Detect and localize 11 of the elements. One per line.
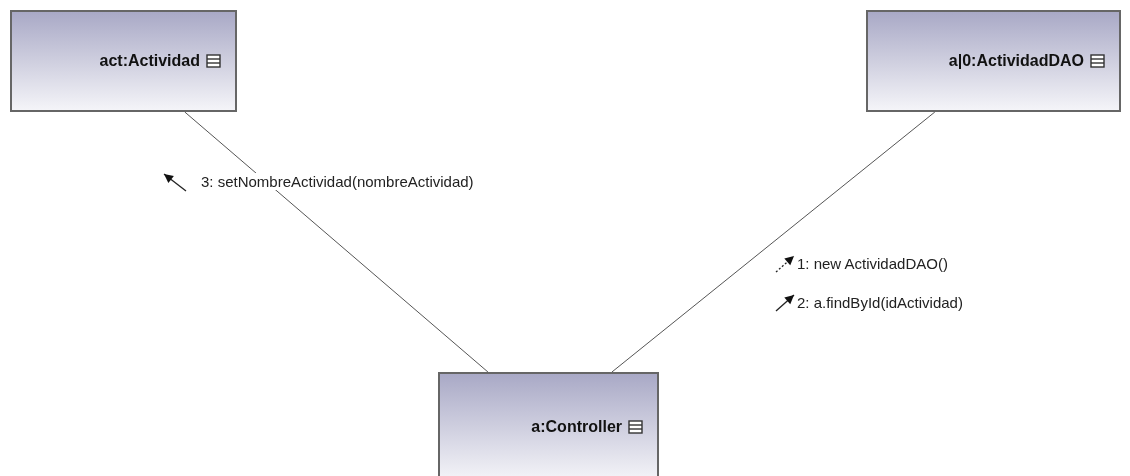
object-name: a:Controller — [531, 418, 622, 436]
message-label: 3: setNombreActividad(nombreActividad) — [200, 173, 475, 190]
object-box — [438, 372, 659, 476]
object-name: a|0:ActividadDAO — [948, 52, 1084, 70]
link-line — [184, 111, 489, 373]
message-label: 1: new ActividadDAO() — [796, 255, 949, 272]
link-line — [611, 111, 936, 373]
message-label: 2: a.findById(idActividad) — [796, 294, 964, 311]
object-box — [10, 10, 237, 112]
object-box — [866, 10, 1121, 112]
object-name: act:Actividad — [99, 52, 200, 70]
